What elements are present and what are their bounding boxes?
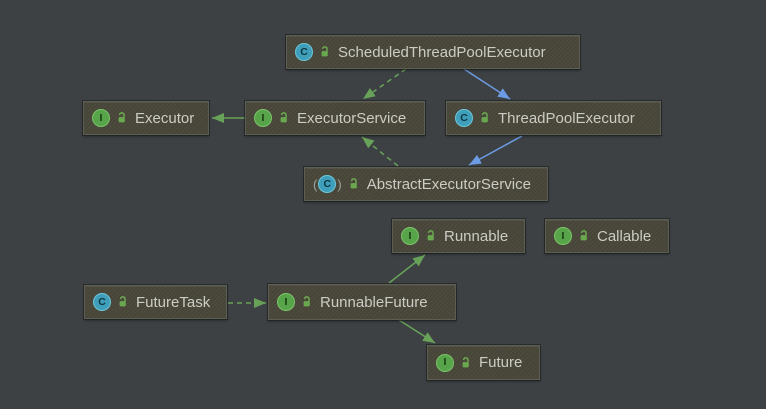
interface-icon: I xyxy=(277,293,295,311)
class-icon-letter: C xyxy=(300,45,308,58)
class-icon: C xyxy=(93,293,111,311)
diagram-node-scheduledthreadpoolexecutor[interactable]: C ScheduledThreadPoolExecutor xyxy=(286,35,580,69)
diagram-node-executorservice[interactable]: I ExecutorService xyxy=(245,101,425,135)
edge-runnablefuture-extends-future[interactable] xyxy=(398,319,436,344)
edge-abstractexecutorservice-implements-executorservice[interactable] xyxy=(361,136,399,167)
interface-icon: I xyxy=(92,109,110,127)
class-icon: C xyxy=(295,43,313,61)
diagram-node-futuretask[interactable]: C FutureTask xyxy=(84,285,227,319)
edge-scheduledthreadpoolexecutor-extends-threadpoolexecutor[interactable] xyxy=(463,68,511,100)
public-lock-icon xyxy=(300,296,312,308)
public-lock-icon xyxy=(116,296,128,308)
diagram-node-future[interactable]: I Future xyxy=(427,345,540,380)
class-icon: C xyxy=(455,109,473,127)
class-icon: C xyxy=(318,175,337,193)
edge-scheduledthreadpoolexecutor-implements-executorservice[interactable] xyxy=(362,68,407,100)
interface-icon-letter: I xyxy=(443,356,447,369)
public-lock-icon xyxy=(478,112,490,124)
diagram-node-runnable[interactable]: I Runnable xyxy=(392,219,525,253)
public-lock-icon xyxy=(347,178,359,190)
interface-icon: I xyxy=(436,353,454,372)
interface-icon: I xyxy=(401,227,419,245)
public-lock-icon xyxy=(277,112,289,124)
edge-runnablefuture-extends-runnable[interactable] xyxy=(388,254,426,284)
diagram-node-threadpoolexecutor[interactable]: C ThreadPoolExecutor xyxy=(446,101,661,135)
class-icon-letter: C xyxy=(460,111,468,124)
class-icon-letter: C xyxy=(323,177,332,190)
class-icon-letter: C xyxy=(98,295,106,308)
interface-icon-letter: I xyxy=(284,295,288,308)
diagram-node-abstractexecutorservice[interactable]: C AbstractExecutorService xyxy=(304,167,548,201)
public-lock-icon xyxy=(424,230,436,242)
interface-icon: I xyxy=(254,109,272,127)
interface-icon-letter: I xyxy=(261,111,265,124)
node-label: RunnableFuture xyxy=(320,293,428,311)
diagram-node-executor[interactable]: I Executor xyxy=(83,101,209,135)
public-lock-icon xyxy=(459,356,471,369)
node-label: ThreadPoolExecutor xyxy=(498,109,635,127)
interface-icon: I xyxy=(554,227,572,245)
abstract-class-icon: C xyxy=(313,175,342,193)
public-lock-icon xyxy=(577,230,589,242)
node-label: Callable xyxy=(597,227,652,245)
public-lock-icon xyxy=(115,112,127,124)
node-label: ExecutorService xyxy=(297,109,407,127)
node-label: Executor xyxy=(135,109,195,127)
node-label: Runnable xyxy=(444,227,509,245)
node-label: FutureTask xyxy=(136,293,211,311)
node-label: AbstractExecutorService xyxy=(366,175,531,193)
node-label: ScheduledThreadPoolExecutor xyxy=(338,43,546,61)
public-lock-icon xyxy=(318,46,330,58)
interface-icon-letter: I xyxy=(408,229,412,242)
interface-icon-letter: I xyxy=(99,111,103,124)
diagram-node-runnablefuture[interactable]: I RunnableFuture xyxy=(268,284,456,320)
edge-threadpoolexecutor-extends-abstractexecutorservice[interactable] xyxy=(468,135,523,166)
interface-icon-letter: I xyxy=(561,229,565,242)
diagram-node-callable[interactable]: I Callable xyxy=(545,219,669,253)
node-label: Future xyxy=(479,354,523,371)
